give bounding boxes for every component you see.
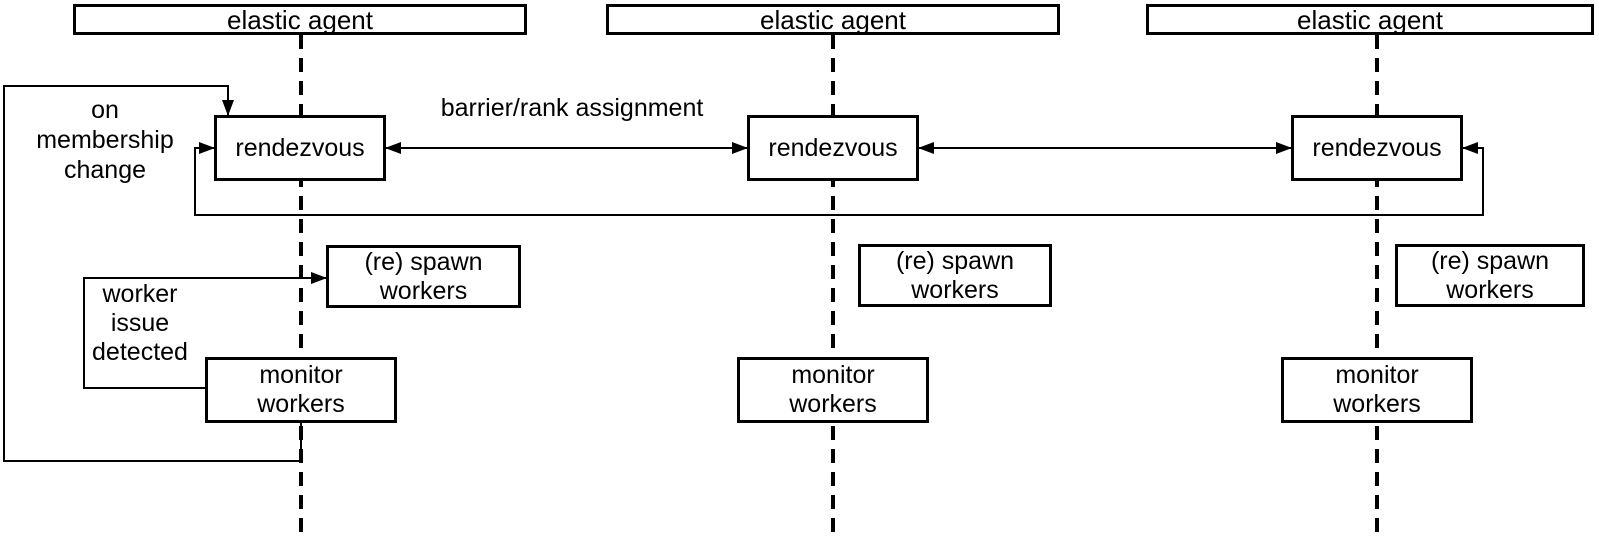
elastic-agent-title: elastic agent [760, 4, 906, 35]
monitor-workers-label-line2: workers [789, 390, 877, 418]
rendezvous-box-1: rendezvous [214, 115, 386, 181]
monitor-workers-label-line1: monitor [791, 361, 875, 389]
monitor-workers-label-line2: workers [1333, 390, 1421, 418]
spawn-workers-label-line1: (re) spawn [1430, 246, 1550, 275]
elastic-agent-box-2: elastic agent [606, 4, 1060, 35]
spawn-workers-box-2: (re) spawn workers [858, 244, 1052, 307]
monitor-workers-box-2: monitor workers [737, 357, 929, 423]
worker-issue-loop-arrow [83, 272, 327, 389]
spawn-workers-box-1: (re) spawn workers [326, 245, 521, 308]
barrier-rank-assignment-label: barrier/rank assignment [440, 94, 704, 122]
monitor-workers-label-line1: monitor [259, 361, 343, 389]
monitor-workers-label-line1: monitor [1335, 361, 1419, 389]
membership-change-loop-arrow [3, 85, 302, 462]
monitor-workers-box-1: monitor workers [205, 357, 397, 423]
spawn-workers-label-line1: (re) spawn [364, 247, 483, 276]
spawn-workers-label-line2: workers [379, 276, 468, 305]
on-membership-change-label: on membership change [36, 96, 174, 184]
spawn-workers-box-3: (re) spawn workers [1395, 244, 1585, 307]
monitor-workers-box-3: monitor workers [1281, 357, 1473, 423]
elastic-agent-title: elastic agent [227, 4, 373, 35]
spawn-workers-label-line2: workers [911, 275, 999, 304]
spawn-workers-label-line2: workers [1446, 275, 1534, 304]
rendezvous-label: rendezvous [235, 133, 365, 162]
rendezvous-label: rendezvous [1312, 133, 1442, 162]
worker-issue-detected-label: worker issue detected [92, 280, 188, 366]
rendezvous-feedback-loop-arrow [194, 142, 1484, 216]
elastic-agent-box-3: elastic agent [1146, 4, 1594, 35]
elastic-agent-title: elastic agent [1297, 4, 1443, 35]
rendezvous-box-2: rendezvous [747, 115, 919, 181]
rendezvous-label: rendezvous [768, 133, 898, 162]
monitor-workers-label-line2: workers [257, 390, 345, 418]
spawn-workers-label-line1: (re) spawn [895, 246, 1015, 275]
rendezvous-box-3: rendezvous [1291, 115, 1463, 181]
elastic-agent-box-1: elastic agent [73, 4, 527, 35]
